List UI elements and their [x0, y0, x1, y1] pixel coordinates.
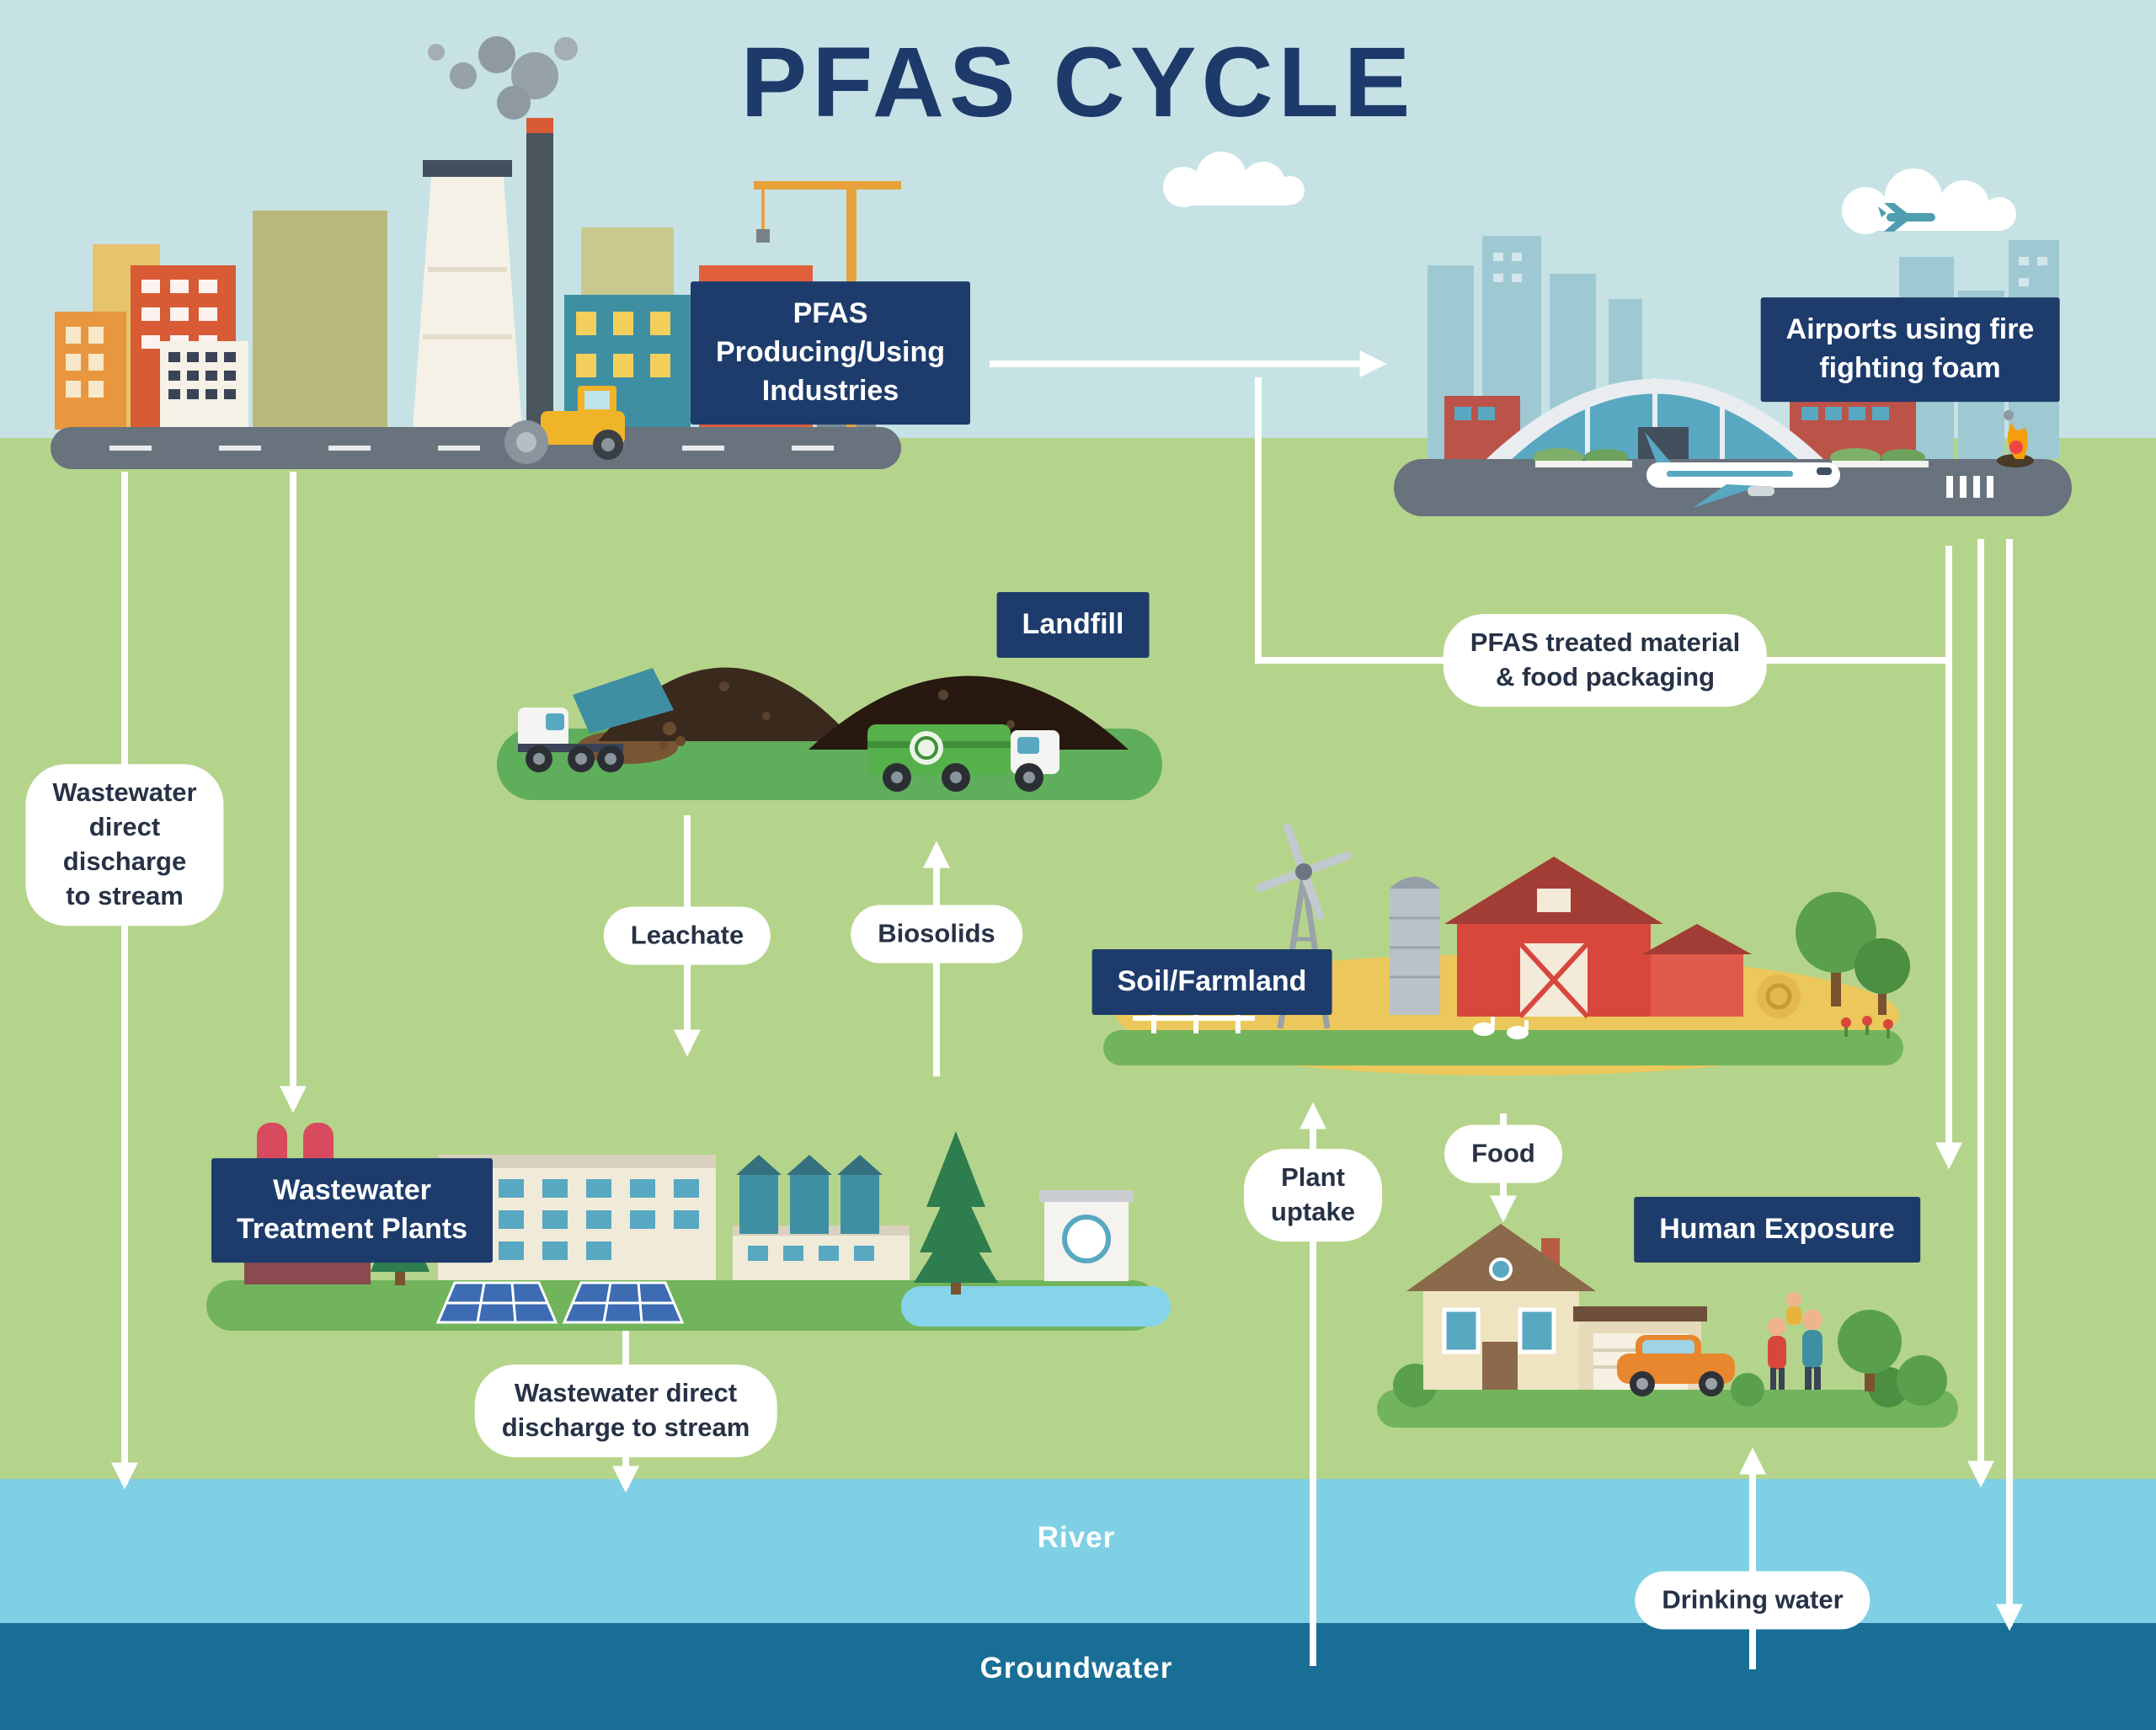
bushes [1393, 1355, 1947, 1407]
river-label: River [1037, 1521, 1116, 1554]
waste-mound [598, 667, 855, 741]
road-markings [109, 446, 834, 451]
flow-label-drinking-water: Drinking water [1635, 1571, 1870, 1630]
groundwater-band [0, 1623, 2156, 1730]
tall-pine-icon [914, 1131, 998, 1295]
geese-icons [1473, 1017, 1529, 1039]
teal-tanks [736, 1155, 883, 1234]
airport-illustration [1394, 203, 2072, 516]
farm-base [1103, 1030, 1903, 1065]
ground-plane-icon [1645, 432, 1840, 508]
cloud-icon [1163, 152, 1305, 207]
hay-bale-icon [1757, 974, 1801, 1018]
terminal-building [1444, 378, 1916, 459]
mound-speckles [719, 681, 1015, 729]
treatment-pond [901, 1286, 1171, 1327]
node-label-human-exposure: Human Exposure [1634, 1197, 1920, 1263]
flying-plane-icon [1878, 203, 1935, 232]
smokestack [526, 118, 553, 430]
node-label-farmland: Soil/Farmland [1091, 949, 1332, 1015]
house-base [1377, 1390, 1958, 1428]
skyline-windows [1493, 253, 2047, 286]
groundwater-label: Groundwater [979, 1652, 1173, 1685]
flow-label-leachate: Leachate [603, 906, 771, 965]
silo-icon [1390, 877, 1440, 1015]
steamroller-icon [504, 386, 625, 464]
node-label-landfill: Landfill [996, 592, 1150, 658]
fire-icon [1997, 410, 2034, 467]
page-title: PFAS CYCLE [740, 27, 1416, 138]
barn-icon [1444, 857, 1752, 1019]
hedges [1533, 448, 1929, 467]
factory-buildings [55, 265, 248, 430]
house-icon [1406, 1224, 1596, 1390]
family-icons [1768, 1292, 1822, 1390]
garbage-truck-icon [867, 724, 1059, 792]
recycle-tank [1039, 1190, 1134, 1281]
landfill-illustration [497, 667, 1162, 800]
farm-trees [1796, 892, 1910, 1015]
flow-label-biosolids: Biosolids [851, 905, 1022, 964]
flow-label-pfas-material: PFAS treated material& food packaging [1443, 614, 1768, 707]
factory-smoke [428, 36, 578, 120]
cooling-tower [413, 160, 522, 430]
yard-tree [1838, 1310, 1902, 1391]
dump-truck-icon [518, 668, 686, 772]
solar-panels [435, 1281, 685, 1324]
flow-label-food: Food [1444, 1124, 1562, 1183]
flowers [1841, 1016, 1893, 1039]
car-icon [1617, 1335, 1735, 1396]
runway-marks [1946, 476, 1993, 498]
human-exposure-illustration [1377, 1224, 1958, 1428]
